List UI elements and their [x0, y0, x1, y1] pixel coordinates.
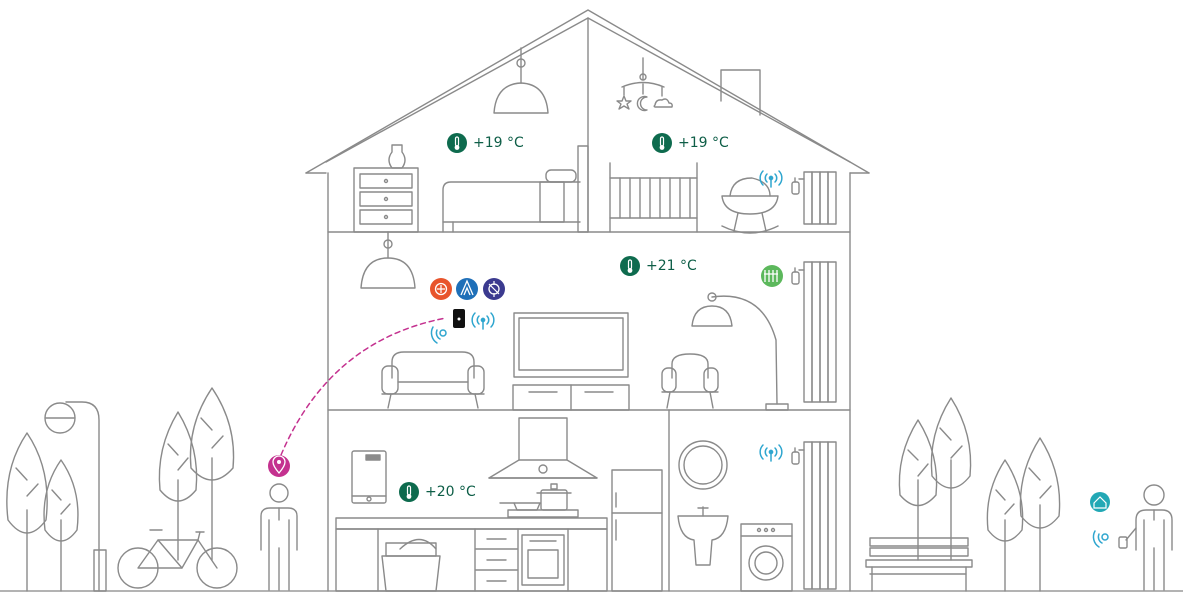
- wifi-icon: [471, 312, 495, 330]
- living-radiator: [791, 261, 837, 403]
- temperature-value: +19 °C: [473, 135, 524, 151]
- person-left: [260, 483, 298, 591]
- left-trees: [6, 432, 79, 592]
- location-route: [280, 317, 447, 456]
- temperature-kitchen: +20 °C: [399, 482, 476, 502]
- cradle: [721, 177, 779, 234]
- settings-badge-icon: [483, 278, 505, 300]
- bicycle: [117, 529, 238, 589]
- flame-badge-icon: [456, 278, 478, 300]
- sofa: [381, 351, 485, 409]
- living-room-lamp: [360, 231, 416, 289]
- location-pin-icon: [268, 455, 290, 477]
- oven: [521, 534, 565, 586]
- wifi-icon: [759, 170, 783, 188]
- sink: [677, 506, 729, 566]
- right-trees: [898, 397, 1061, 592]
- dresser: [353, 144, 419, 233]
- baby-mobile: [616, 57, 673, 112]
- temperature-attic-right: +19 °C: [652, 133, 729, 153]
- armchair: [661, 353, 719, 409]
- attic-radiator: [791, 171, 837, 225]
- thermometer-icon: [620, 256, 640, 276]
- thermostat-device: [453, 309, 465, 328]
- dishwasher: [381, 538, 441, 592]
- thermometer-icon: [399, 482, 419, 502]
- range-hood: [488, 417, 598, 479]
- center-trees: [158, 387, 235, 561]
- temperature-value: +19 °C: [678, 135, 729, 151]
- temperature-value: +21 °C: [646, 258, 697, 274]
- heating-badge-icon: [430, 278, 452, 300]
- wall-boiler: [351, 450, 387, 504]
- smart-home-icon: [1090, 492, 1110, 512]
- washing-machine: [740, 523, 793, 592]
- bed: [442, 145, 589, 233]
- floor-lamp: [691, 292, 789, 411]
- temperature-attic-left: +19 °C: [447, 133, 524, 153]
- bathroom-radiator: [791, 441, 837, 590]
- street-lamp: [44, 401, 107, 592]
- thermometer-icon: [447, 133, 467, 153]
- cooking-pots: [499, 483, 579, 518]
- kitchen-counter: [335, 517, 608, 592]
- person-right: [1118, 484, 1173, 591]
- wifi-icon: [759, 444, 783, 462]
- refrigerator: [611, 469, 663, 592]
- signal-arc-icon: [1092, 530, 1109, 548]
- temperature-value: +20 °C: [425, 484, 476, 500]
- signal-arc-icon: [430, 326, 447, 344]
- bathroom-mirror: [678, 440, 728, 490]
- radiator-badge-icon: [761, 265, 783, 287]
- tv-unit: [512, 312, 630, 411]
- crib: [609, 162, 698, 233]
- attic-left-lamp: [493, 47, 549, 114]
- park-bench: [865, 537, 973, 592]
- house-outline: [305, 9, 870, 592]
- temperature-living-room: +21 °C: [620, 256, 697, 276]
- thermometer-icon: [652, 133, 672, 153]
